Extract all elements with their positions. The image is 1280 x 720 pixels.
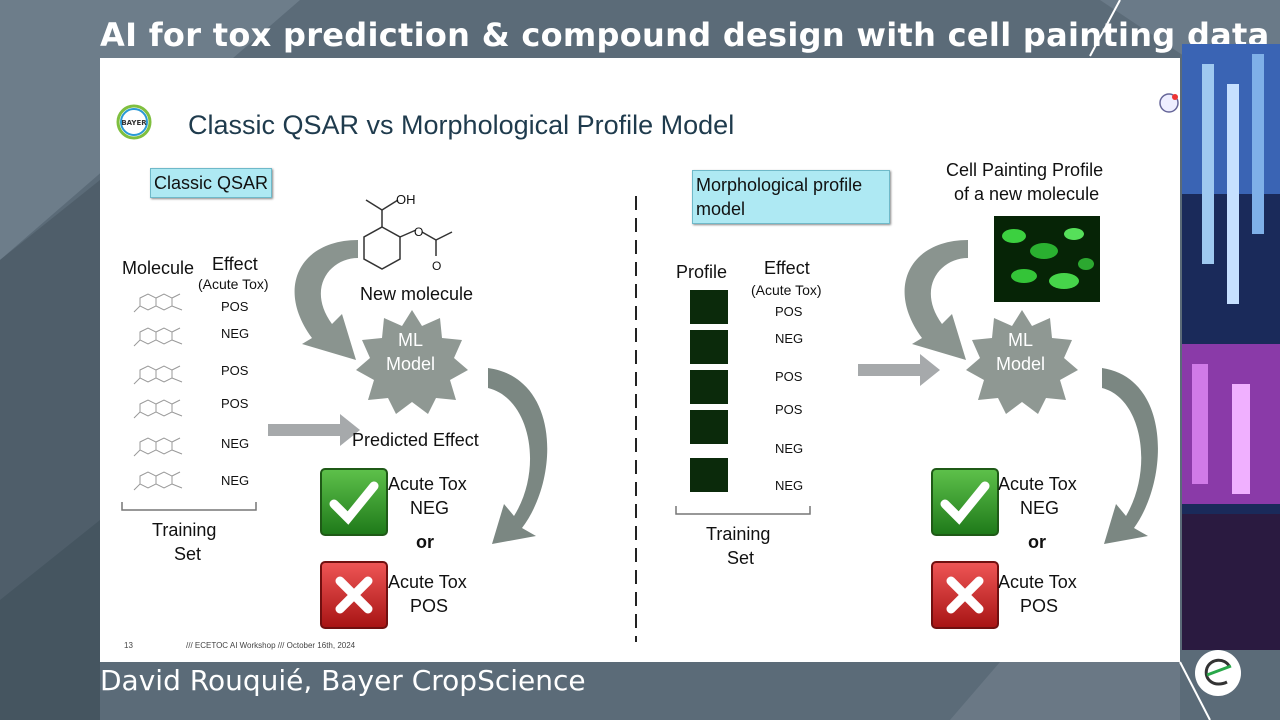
right-effect-column-subheader: (Acute Tox) [751, 282, 822, 298]
left-pos-line-1: Acute Tox [388, 572, 467, 592]
left-or-label: or [416, 532, 434, 552]
right-ml-label: ML [1008, 330, 1034, 350]
profile-thumbnail [690, 370, 728, 404]
left-model-label: Model [386, 354, 436, 374]
svg-text:BAYER: BAYER [121, 119, 147, 127]
right-effect-1: POS [775, 304, 803, 319]
new-molecule-label: New molecule [360, 284, 474, 304]
molecule-column-header: Molecule [122, 258, 195, 278]
right-training-set-bracket [675, 506, 811, 515]
cp-title-line-2: of a new molecule [954, 184, 1100, 204]
slide: BAYER Classic QSAR vs Morphological Prof… [100, 58, 1180, 662]
left-ml-gear-icon [356, 310, 468, 414]
acid-label: OH [396, 192, 416, 207]
bayer-logo-icon: BAYER [116, 104, 152, 140]
slide-footer-text: /// ECETOC AI Workshop /// October 16th,… [186, 641, 356, 650]
profile-column-header: Profile [676, 262, 728, 282]
left-effect-2: NEG [221, 326, 250, 341]
left-effect-1: POS [221, 299, 249, 314]
slide-page-number: 13 [124, 641, 133, 650]
right-pos-line-1: Acute Tox [998, 572, 1077, 592]
profile-thumbnail [690, 290, 728, 324]
right-effect-4: POS [775, 402, 803, 417]
right-training-label-2: Set [727, 548, 755, 568]
right-cross-icon [931, 561, 999, 629]
molecule-structure-icon [133, 365, 183, 385]
left-pos-line-2: POS [410, 596, 449, 616]
right-flow-arrows [858, 240, 1158, 544]
left-ml-label: ML [398, 330, 424, 350]
training-set-bracket [121, 502, 257, 511]
left-effect-3: POS [221, 363, 249, 378]
profile-thumbnail [690, 330, 728, 364]
left-neg-line-2: NEG [410, 498, 450, 518]
molecule-structure-icon [133, 399, 183, 419]
left-check-icon [320, 468, 388, 536]
right-effect-5: NEG [775, 441, 804, 456]
profile-thumbnail [690, 410, 728, 444]
aspirin-structure-icon: OH O O [363, 192, 453, 273]
right-training-label-1: Training [706, 524, 771, 544]
morph-box-line-1: Morphological profile [696, 175, 863, 195]
presenter-name: David Rouquié, Bayer CropScience [100, 664, 586, 697]
right-effect-6: NEG [775, 478, 804, 493]
classic-qsar-box: Classic QSAR [150, 168, 273, 198]
ester-oxygen-label: O [414, 225, 423, 239]
right-pos-line-2: POS [1020, 596, 1059, 616]
left-training-label-1: Training [152, 520, 217, 540]
predicted-effect-label: Predicted Effect [352, 430, 479, 450]
left-flow-arrows [268, 240, 548, 544]
left-cross-icon [320, 561, 388, 629]
right-ml-gear-icon [966, 310, 1078, 414]
right-effect-2: NEG [775, 331, 804, 346]
effect-column-subheader: (Acute Tox) [198, 276, 269, 292]
molecule-structure-icon [133, 327, 183, 347]
right-check-icon [931, 468, 999, 536]
left-effect-5: NEG [221, 436, 250, 451]
cell-painting-image [994, 216, 1100, 302]
left-training-label-2: Set [174, 544, 202, 564]
left-effect-6: NEG [221, 473, 250, 488]
chat-icon[interactable] [1158, 92, 1180, 114]
morphological-profile-box: Morphological profile model [692, 170, 890, 224]
ecetoc-logo-icon [1195, 650, 1241, 696]
lab-image [1182, 44, 1280, 650]
left-effect-4: POS [221, 396, 249, 411]
profile-thumbnail [690, 458, 728, 492]
right-effect-3: POS [775, 369, 803, 384]
left-neg-line-1: Acute Tox [388, 474, 467, 494]
molecule-structure-icon [133, 293, 183, 313]
right-effect-column-header: Effect [764, 258, 810, 278]
right-model-label: Model [996, 354, 1046, 374]
right-neg-line-2: NEG [1020, 498, 1060, 518]
right-neg-line-1: Acute Tox [998, 474, 1077, 494]
right-or-label: or [1028, 532, 1046, 552]
cp-title-line-1: Cell Painting Profile [946, 160, 1104, 180]
section-divider [635, 196, 637, 642]
molecule-structure-icon [133, 437, 183, 457]
molecule-structure-icon [133, 471, 183, 491]
effect-column-header: Effect [212, 254, 258, 274]
carbonyl-oxygen-label: O [432, 259, 441, 273]
morph-box-line-2: model [696, 199, 746, 219]
slide-title: Classic QSAR vs Morphological Profile Mo… [188, 110, 735, 140]
talk-title: AI for tox prediction & compound design … [100, 16, 1270, 54]
